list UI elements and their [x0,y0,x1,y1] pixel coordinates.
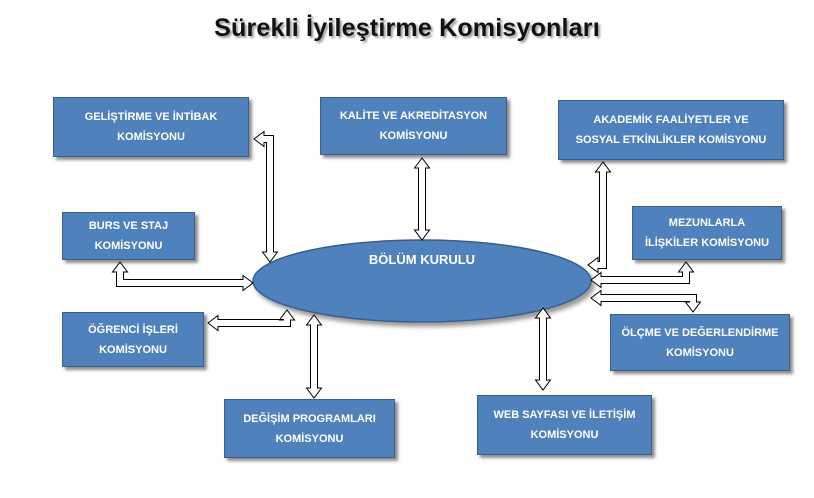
box-ogrenci-line2: KOMİSYONU [99,343,167,356]
arrow-akademik [587,161,612,274]
box-akademik-line1: AKADEMİK FAALİYETLER VE [593,114,749,126]
box-burs: BURS VE STAJ KOMİSYONU [62,212,195,260]
box-gelistirme: GELİŞTİRME VE İNTİBAK KOMİSYONU [53,97,249,157]
arrow-degisim [305,314,323,399]
arrow-burs [111,261,254,292]
box-ogrenci-line1: ÖĞRENCİ İŞLERİ [88,323,178,336]
box-web: WEB SAYFASI VE İLETİŞİM KOMİSYONU [477,395,652,455]
arrow-web [534,307,552,391]
box-mezunlarla: MEZUNLARLA İLİŞKİLER KOMİSYONU [632,206,782,260]
box-ogrenci: ÖĞRENCİ İŞLERİ KOMİSYONU [62,312,204,367]
box-mezunlarla-line2: İLİŞKİLER KOMİSYONU [644,237,770,249]
arrow-olcme [590,289,702,313]
box-olcme-line2: KOMİSYONU [666,346,734,359]
center-label: BÖLÜM KURULU [368,252,476,267]
box-kalite-line1: KALİTE VE AKREDİTASYON [339,110,488,122]
diagram-title: Sürekli İyileştirme Komisyonları [214,14,600,42]
arrow-gelistirme [253,130,279,263]
box-akademik-line2: SOSYAL ETKİNLİKLER KOMİSYONU [575,134,767,146]
box-gelistirme-line1: GELİŞTİRME VE İNTİBAK [84,111,218,123]
box-web-line1: WEB SAYFASI VE İLETİŞİM [493,409,636,421]
box-olcme: ÖLÇME VE DEĞERLENDİRME KOMİSYONU [610,314,790,371]
box-kalite-line2: KOMİSYONU [379,130,448,142]
arrow-ogrenci [207,309,296,332]
box-web-line2: KOMİSYONU [530,429,599,441]
box-degisim: DEĞİŞİM PROGRAMLARI KOMİSYONU [224,399,395,458]
box-burs-line1: BURS VE STAJ [88,220,169,232]
box-akademik: AKADEMİK FAALİYETLER VE SOSYAL ETKİNLİKL… [558,100,784,160]
arrow-kalite [413,157,431,241]
arrow-mezunlarla [590,261,695,289]
box-olcme-line1: ÖLÇME VE DEĞERLENDİRME [621,326,779,339]
box-degisim-line2: KOMİSYONU [275,432,344,445]
box-kalite: KALİTE VE AKREDİTASYON KOMİSYONU [320,97,507,155]
box-gelistirme-line2: KOMİSYONU [117,131,185,143]
box-degisim-line1: DEĞİŞİM PROGRAMLARI [243,412,376,425]
box-mezunlarla-line1: MEZUNLARLA [668,217,746,229]
connector-arrows [111,130,702,399]
box-burs-line2: KOMİSYONU [94,240,163,252]
